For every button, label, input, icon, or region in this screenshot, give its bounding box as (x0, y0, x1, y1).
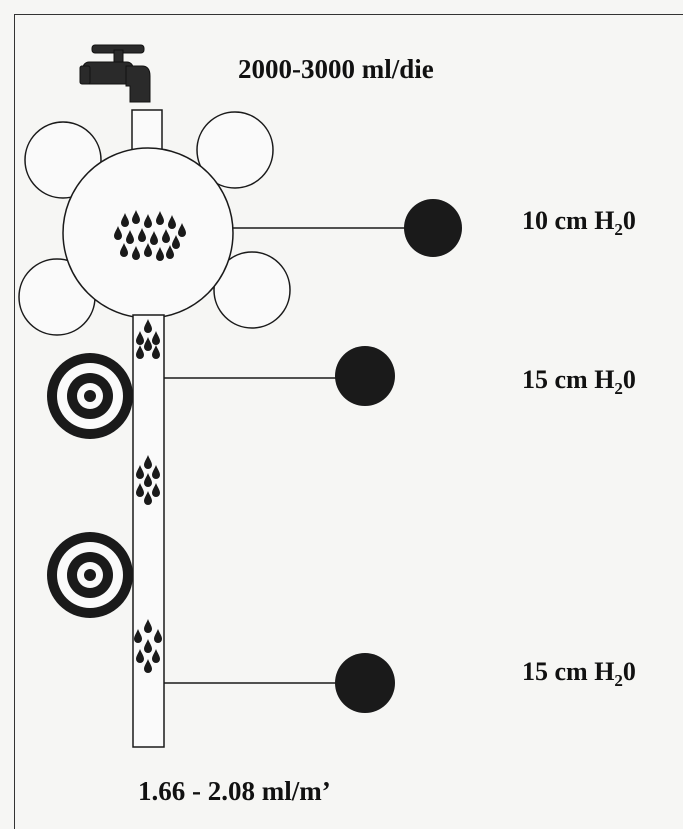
pressure-tail: 0 (622, 365, 636, 394)
target-icon (47, 532, 133, 618)
pressure-value: 15 cm H (522, 657, 615, 686)
pressure-subscript: 2 (614, 379, 623, 398)
flow-in-label: 2000-3000 ml/die (238, 54, 434, 84)
pressure-value: 10 cm H (522, 206, 615, 235)
pressure-subscript: 2 (614, 220, 623, 239)
pressure-connector (164, 227, 405, 684)
pressure-label: 10 cm H20 (522, 206, 636, 240)
reservoir-circle (62, 147, 234, 319)
figure-frame (14, 14, 683, 829)
target-icon (47, 353, 133, 439)
pressure-tail: 0 (622, 206, 636, 235)
pressure-tail: 0 (622, 657, 636, 686)
pressure-label: 15 cm H20 (522, 657, 636, 691)
satellite-circles (18, 111, 291, 336)
pressure-gauge-icon (335, 199, 462, 713)
pressure-subscript: 2 (614, 671, 623, 690)
faucet-icon (79, 44, 151, 103)
flow-out-label: 1.66 - 2.08 ml/m’ (138, 776, 331, 806)
pressure-label: 15 cm H20 (522, 365, 636, 399)
pressure-value: 15 cm H (522, 365, 615, 394)
tube (132, 314, 165, 748)
